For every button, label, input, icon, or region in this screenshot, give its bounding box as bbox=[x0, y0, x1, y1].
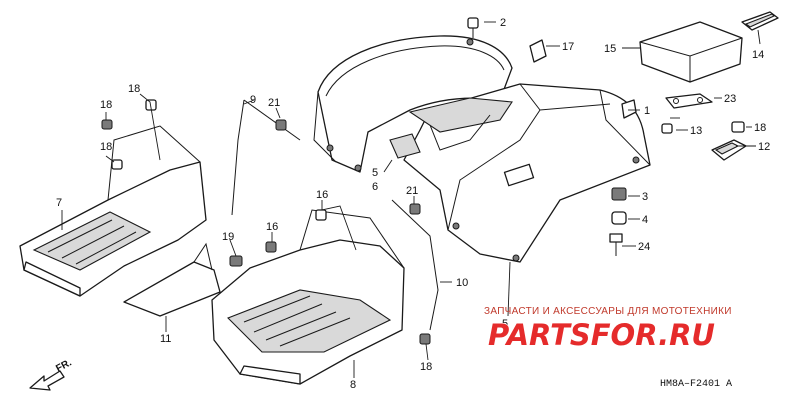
part-4-rubber bbox=[611, 211, 627, 225]
callout-2: 2 bbox=[500, 17, 506, 29]
callout-7: 7 bbox=[56, 197, 62, 209]
fastener-16-b bbox=[265, 241, 277, 253]
part-14-bracket bbox=[741, 11, 779, 31]
callout-4: 4 bbox=[642, 214, 648, 226]
fastener-21-b bbox=[409, 203, 421, 215]
part-15-cover-pad bbox=[639, 21, 743, 83]
callout-16a: 16 bbox=[316, 189, 328, 201]
front-arrow: FR. bbox=[29, 357, 74, 391]
part-2-cap bbox=[467, 17, 479, 38]
callout-24: 24 bbox=[638, 241, 650, 253]
part-10-stay bbox=[391, 199, 439, 331]
fastener-18-b bbox=[101, 119, 113, 130]
callout-11: 11 bbox=[160, 333, 171, 345]
fastener-21-a bbox=[275, 119, 287, 131]
callout-18a: 18 bbox=[128, 83, 140, 95]
callout-6: 6 bbox=[372, 181, 378, 193]
callout-5b: 5 bbox=[502, 318, 508, 330]
drawing-code: HM8A–F2401 A bbox=[660, 379, 732, 390]
fastener-18-e bbox=[419, 333, 431, 345]
callout-labels: 1 2 3 4 5 5 6 7 8 9 10 11 12 13 14 15 16… bbox=[56, 17, 770, 391]
part-13-nut bbox=[661, 123, 673, 134]
callout-1: 1 bbox=[644, 105, 650, 117]
watermark-subtitle: ЗАПЧАСТИ И АКСЕССУАРЫ ДЛЯ МОТОТЕХНИКИ bbox=[484, 306, 732, 317]
callout-9: 9 bbox=[250, 94, 256, 106]
part-9-stay bbox=[231, 99, 301, 216]
fastener-18-c bbox=[111, 159, 123, 170]
part-5-rear-fender bbox=[313, 35, 651, 263]
callout-21b: 21 bbox=[406, 185, 418, 197]
part-23-stay bbox=[665, 93, 713, 109]
callout-16b: 16 bbox=[266, 221, 278, 233]
part-12-clip bbox=[711, 139, 747, 161]
callout-21a: 21 bbox=[268, 97, 280, 109]
fastener-19 bbox=[229, 255, 243, 267]
callout-23: 23 bbox=[724, 93, 736, 105]
callout-5a: 5 bbox=[372, 167, 378, 179]
callout-14: 14 bbox=[752, 49, 764, 61]
fastener-16-a bbox=[315, 209, 327, 221]
callout-19: 19 bbox=[222, 231, 234, 243]
callout-10: 10 bbox=[456, 277, 468, 289]
part-24-bolt bbox=[609, 233, 623, 256]
callout-18e: 18 bbox=[420, 361, 432, 373]
part-3-collar bbox=[611, 187, 627, 201]
callout-18d: 18 bbox=[754, 122, 766, 134]
part-8-right-footrest bbox=[211, 209, 405, 385]
part-17-clip bbox=[529, 39, 547, 63]
part-7-left-footrest bbox=[19, 125, 207, 297]
fastener-18-d bbox=[731, 121, 745, 133]
watermark-logo: PARTSFOR.RU bbox=[488, 318, 715, 352]
front-arrow-label: FR. bbox=[54, 357, 74, 374]
callout-17: 17 bbox=[562, 41, 574, 53]
callout-12: 12 bbox=[758, 141, 770, 153]
callout-15: 15 bbox=[604, 43, 616, 55]
part-11-guard bbox=[123, 242, 221, 317]
callout-8: 8 bbox=[350, 379, 356, 391]
callout-13: 13 bbox=[690, 125, 702, 137]
part-1-grommet bbox=[621, 99, 637, 119]
callout-18c: 18 bbox=[100, 141, 112, 153]
callout-3: 3 bbox=[642, 191, 648, 203]
callout-18b: 18 bbox=[100, 99, 112, 111]
leader-lines bbox=[61, 21, 761, 378]
watermark: ЗАПЧАСТИ И АКСЕССУАРЫ ДЛЯ МОТОТЕХНИКИ PA… bbox=[484, 306, 732, 353]
